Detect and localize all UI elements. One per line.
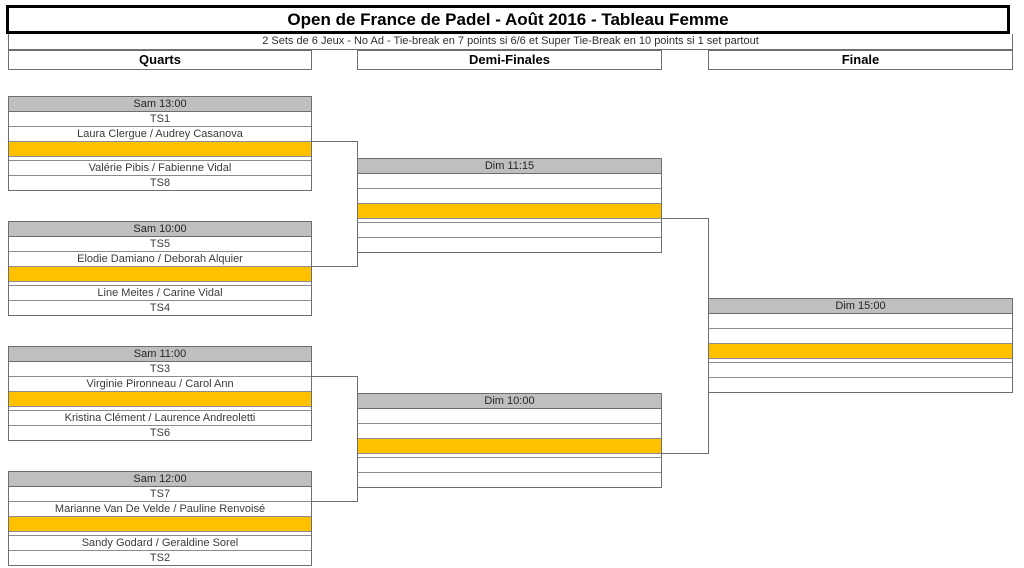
column-header-demi-finales: Demi-Finales <box>357 50 662 70</box>
match-final: Dim 15:00 <box>708 298 1013 393</box>
seed-bottom: TS6 <box>9 426 311 440</box>
match-time: Sam 13:00 <box>9 97 311 112</box>
winner-row <box>9 517 311 532</box>
connector-qf2-out <box>312 266 357 267</box>
row-spacer <box>9 407 311 411</box>
seed-top: TS7 <box>9 487 311 502</box>
connector-sf2-out <box>662 453 708 454</box>
winner-row <box>9 142 311 157</box>
row-spacer <box>358 454 661 458</box>
seed-bottom: TS4 <box>9 301 311 315</box>
connector-qf4-out <box>312 501 357 502</box>
seed-bottom <box>358 473 661 487</box>
connector-qf3-out <box>312 376 357 377</box>
column-header-quarts: Quarts <box>8 50 312 70</box>
column-header-finale: Finale <box>708 50 1013 70</box>
seed-top <box>709 314 1012 329</box>
match-quarterfinal-2: Sam 10:00 TS5 Elodie Damiano / Deborah A… <box>8 221 312 316</box>
team-bottom: Valérie Pibis / Fabienne Vidal <box>9 161 311 176</box>
match-quarterfinal-4: Sam 12:00 TS7 Marianne Van De Velde / Pa… <box>8 471 312 566</box>
row-spacer <box>358 219 661 223</box>
seed-top: TS5 <box>9 237 311 252</box>
winner-row <box>9 267 311 282</box>
match-time: Sam 10:00 <box>9 222 311 237</box>
match-semifinal-1: Dim 11:15 <box>357 158 662 253</box>
winner-row <box>358 439 661 454</box>
row-spacer <box>9 157 311 161</box>
match-quarterfinal-3: Sam 11:00 TS3 Virginie Pironneau / Carol… <box>8 346 312 441</box>
team-bottom <box>358 458 661 473</box>
match-semifinal-2: Dim 10:00 <box>357 393 662 488</box>
row-spacer <box>709 359 1012 363</box>
team-top: Elodie Damiano / Deborah Alquier <box>9 252 311 267</box>
match-time: Sam 11:00 <box>9 347 311 362</box>
connector-qf1-out <box>312 141 357 142</box>
match-time: Sam 12:00 <box>9 472 311 487</box>
team-bottom <box>709 363 1012 378</box>
winner-row <box>709 344 1012 359</box>
seed-bottom: TS8 <box>9 176 311 190</box>
connector-sf1-out <box>662 218 708 219</box>
row-spacer <box>9 532 311 536</box>
team-top: Virginie Pironneau / Carol Ann <box>9 377 311 392</box>
team-top <box>709 329 1012 344</box>
match-quarterfinal-1: Sam 13:00 TS1 Laura Clergue / Audrey Cas… <box>8 96 312 191</box>
rules-subtitle: 2 Sets de 6 Jeux - No Ad - Tie-break en … <box>8 34 1013 50</box>
winner-row <box>358 204 661 219</box>
team-bottom <box>358 223 661 238</box>
seed-top: TS1 <box>9 112 311 127</box>
match-time: Dim 15:00 <box>709 299 1012 314</box>
winner-row <box>9 392 311 407</box>
match-time: Dim 10:00 <box>358 394 661 409</box>
seed-bottom: TS2 <box>9 551 311 565</box>
team-top: Marianne Van De Velde / Pauline Renvoisé <box>9 502 311 517</box>
seed-top: TS3 <box>9 362 311 377</box>
team-top <box>358 424 661 439</box>
seed-top <box>358 409 661 424</box>
seed-top <box>358 174 661 189</box>
page-title: Open de France de Padel - Août 2016 - Ta… <box>6 5 1010 34</box>
seed-bottom <box>709 378 1012 392</box>
team-top: Laura Clergue / Audrey Casanova <box>9 127 311 142</box>
team-top <box>358 189 661 204</box>
team-bottom: Kristina Clément / Laurence Andreoletti <box>9 411 311 426</box>
seed-bottom <box>358 238 661 252</box>
match-time: Dim 11:15 <box>358 159 661 174</box>
team-bottom: Line Meites / Carine Vidal <box>9 286 311 301</box>
team-bottom: Sandy Godard / Geraldine Sorel <box>9 536 311 551</box>
row-spacer <box>9 282 311 286</box>
